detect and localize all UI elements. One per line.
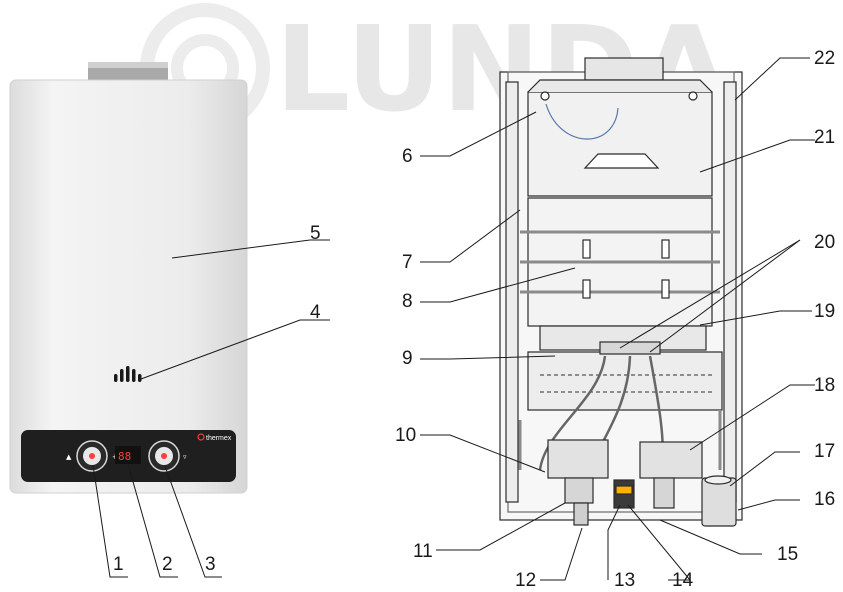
callout-6: 6 [402, 146, 413, 167]
callout-4: 4 [310, 302, 321, 323]
brand-name: thermex [206, 435, 232, 442]
callout-14: 14 [672, 570, 694, 591]
svg-text:▿: ▿ [183, 453, 187, 461]
heater-internal-view [499, 57, 743, 527]
callout-5: 5 [310, 223, 321, 244]
left-leader-lines [92, 239, 330, 578]
heater-casing [9, 79, 248, 494]
brand-logo: thermex [197, 433, 232, 442]
callout-9: 9 [402, 348, 413, 369]
callout-13: 13 [614, 570, 635, 591]
callout-3: 3 [205, 554, 216, 575]
callout-21: 21 [814, 127, 835, 148]
callout-10: 10 [395, 425, 416, 446]
callout-2: 2 [162, 554, 173, 575]
svg-text:▲: ▲ [66, 453, 72, 461]
gas-knob[interactable]: ▲ + [66, 440, 118, 472]
temperature-display: 88 [115, 446, 141, 464]
callout-17: 17 [814, 441, 835, 462]
display-value: 88 [118, 450, 131, 463]
callout-8: 8 [402, 291, 413, 312]
right-leader-lines [420, 57, 815, 581]
callout-18: 18 [814, 375, 835, 396]
callout-19: 19 [814, 301, 835, 322]
callout-16: 16 [814, 489, 835, 510]
flame-indicator-icon [114, 366, 142, 382]
callout-20: 20 [814, 232, 835, 253]
callout-labels: 1 2 3 4 5 6 7 8 9 10 11 12 13 14 15 16 1… [113, 48, 835, 591]
callout-15: 15 [777, 544, 798, 565]
callout-11: 11 [413, 541, 433, 562]
callout-12: 12 [515, 570, 536, 591]
callout-1: 1 [113, 554, 124, 575]
water-knob[interactable]: ▿ [148, 440, 187, 472]
callout-22: 22 [814, 48, 835, 69]
callout-7: 7 [402, 252, 413, 273]
heater-front-view: ▲ + 88 ▿ thermex [9, 62, 248, 494]
